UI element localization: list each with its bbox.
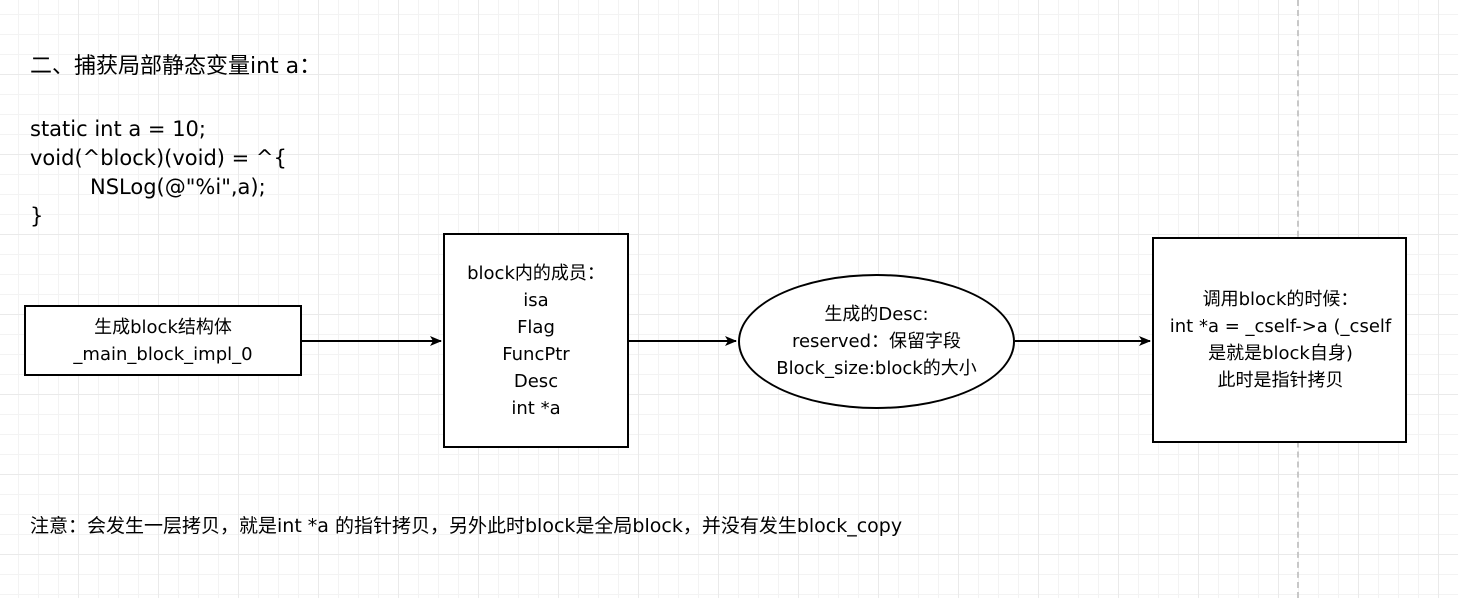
code-line: void(^block)(void) = ^{ [30, 146, 287, 170]
diagram-title[interactable]: 二、捕获局部静态变量int a： [30, 54, 322, 79]
struct-node-line: 生成block结构体 [94, 316, 232, 338]
struct-node-text: 生成block结构体 _main_block_impl_0 [73, 314, 252, 368]
member-item: FuncPtr [502, 343, 570, 365]
members-heading: block内的成员： [467, 262, 605, 284]
members-node-text: block内的成员： isa Flag FuncPtr Desc int *a [467, 260, 605, 422]
call-node-text: 调用block的时候： int *a = _cself->a (_cself 是… [1168, 286, 1391, 394]
call-node-line: 此时是指针拷贝 [1217, 370, 1344, 391]
member-item: int *a [511, 397, 561, 419]
members-node[interactable]: block内的成员： isa Flag FuncPtr Desc int *a [443, 233, 629, 448]
call-node-line: int *a = _cself->a (_cself [1169, 316, 1392, 337]
code-line: NSLog(@"%i",a); [90, 175, 266, 199]
desc-node-line: 生成的Desc: [824, 304, 929, 325]
desc-node-text: 生成的Desc: reserved：保留字段 Block_size:block的… [776, 301, 976, 382]
call-node[interactable]: 调用block的时候： int *a = _cself->a (_cself 是… [1152, 237, 1407, 443]
note-text[interactable]: 注意：会发生一层拷贝，就是int *a 的指针拷贝，另外此时block是全局bl… [30, 515, 903, 537]
code-line: } [30, 204, 44, 228]
desc-node-line: Block_size:block的大小 [776, 358, 977, 379]
member-item: Flag [517, 316, 555, 338]
member-item: isa [523, 289, 549, 311]
desc-node[interactable]: 生成的Desc: reserved：保留字段 Block_size:block的… [738, 274, 1015, 409]
code-snippet[interactable]: static int a = 10; void(^block)(void) = … [30, 115, 287, 231]
struct-node[interactable]: 生成block结构体 _main_block_impl_0 [24, 305, 302, 376]
struct-node-line: _main_block_impl_0 [73, 343, 253, 365]
call-node-line: 是就是block自身) [1208, 343, 1353, 364]
call-node-line: 调用block的时候： [1202, 289, 1359, 310]
member-item: Desc [513, 370, 559, 392]
desc-node-line: reserved：保留字段 [791, 331, 962, 352]
code-line: static int a = 10; [30, 117, 206, 141]
